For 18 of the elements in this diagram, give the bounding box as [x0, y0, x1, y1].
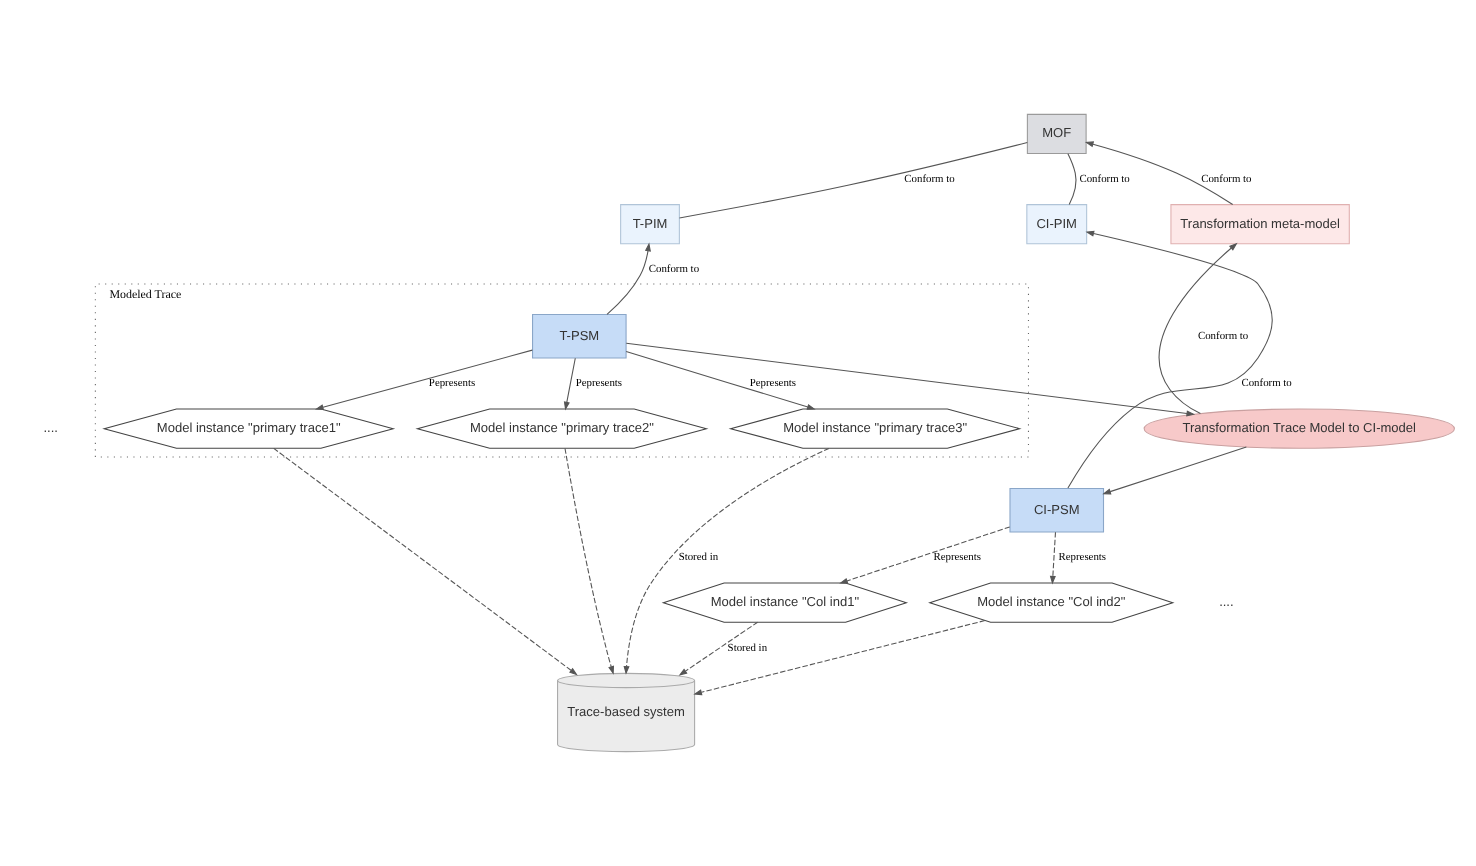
arrow	[1067, 230, 1273, 489]
arrow	[693, 620, 986, 696]
arrow	[1084, 141, 1234, 206]
connector	[678, 142, 1028, 219]
arrow	[623, 447, 830, 675]
arrow	[678, 621, 759, 676]
arrow	[1158, 242, 1238, 415]
arrow	[839, 526, 1011, 584]
arrow	[625, 351, 816, 410]
arrow	[273, 447, 578, 676]
arrow	[314, 349, 533, 411]
arrow	[625, 342, 1196, 417]
arrow	[564, 447, 615, 675]
arrow	[1049, 531, 1057, 585]
arrow	[563, 357, 576, 411]
arrow	[1102, 446, 1247, 495]
connector	[1067, 153, 1077, 205]
arrow	[606, 242, 651, 315]
